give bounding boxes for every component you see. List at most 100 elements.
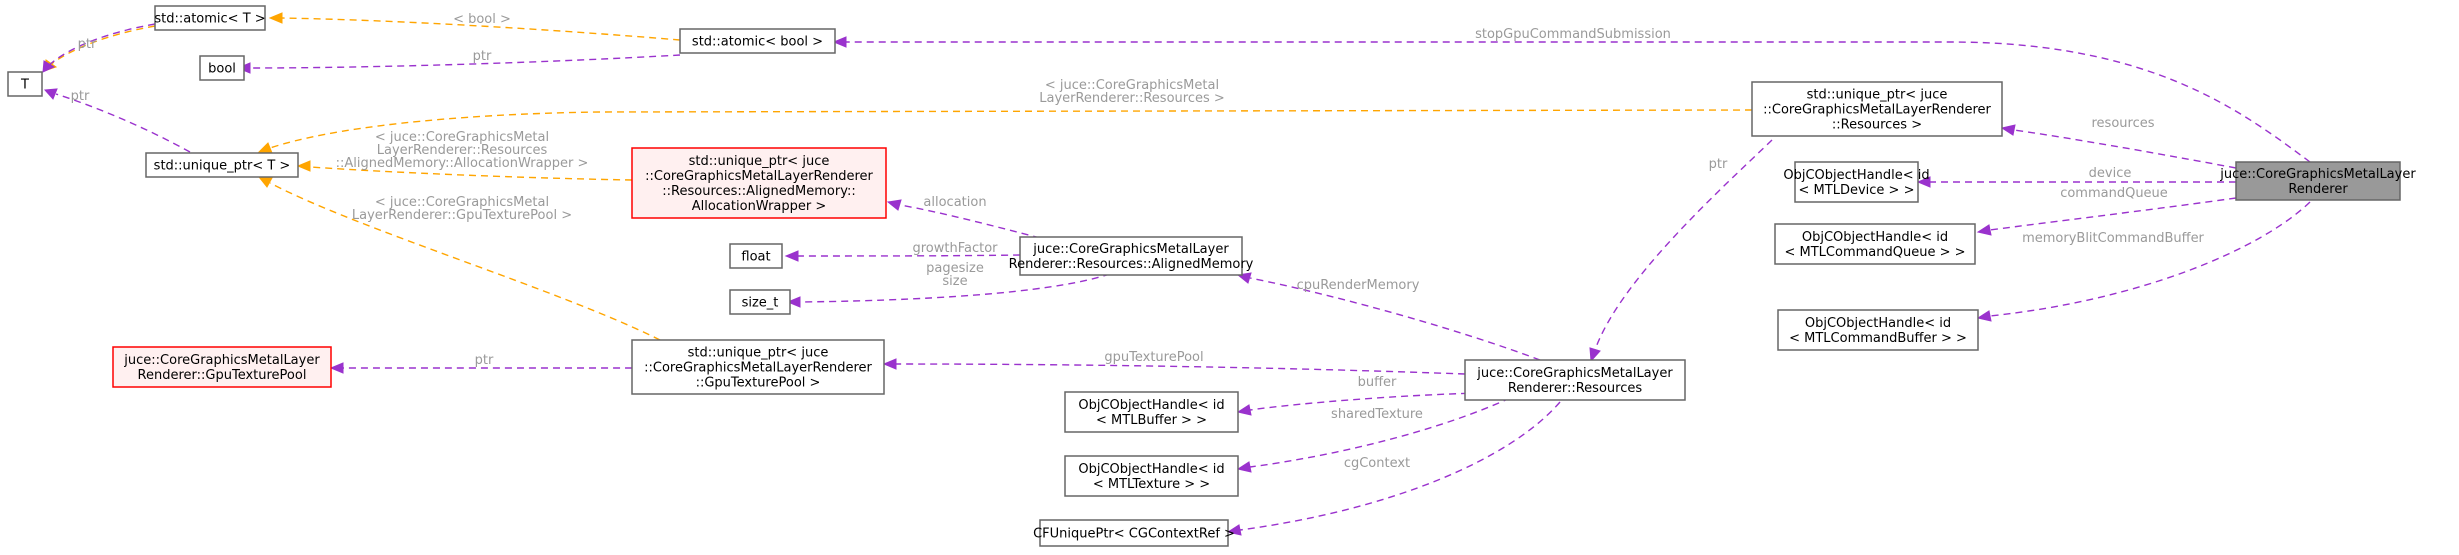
edge-layer bbox=[42, 12, 2311, 536]
edge-atomic-bool-to-atomic-t bbox=[281, 17, 681, 41]
arrowhead-icon bbox=[1236, 404, 1252, 416]
node-label: juce::CoreGraphicsMetalLayer bbox=[1476, 366, 1673, 381]
node-atomic-t[interactable]: std::atomic< T > bbox=[154, 5, 266, 31]
node-t[interactable]: T bbox=[7, 71, 43, 97]
edge-atomic-t-to-t bbox=[49, 25, 156, 66]
edge-label-layer: ptr < bool > ptr ptr stopGpuCommandSubmi… bbox=[71, 12, 2205, 471]
node-label: Renderer bbox=[2288, 182, 2348, 197]
edge-unique-t-to-t bbox=[55, 93, 191, 153]
edge-label-line: < juce::CoreGraphicsMetal bbox=[375, 195, 549, 210]
node-allocation-wrapper[interactable]: std::unique_ptr< juce::CoreGraphicsMetal… bbox=[631, 147, 887, 219]
arrowhead-icon bbox=[1226, 524, 1242, 536]
edge-label-line: resources bbox=[2091, 116, 2154, 131]
arrowhead-icon bbox=[1236, 461, 1252, 473]
edge-stop-gpu bbox=[846, 41, 2311, 163]
node-float[interactable]: float bbox=[729, 243, 783, 269]
edge-label: cpuRenderMemory bbox=[1297, 278, 1420, 293]
node-size-t[interactable]: size_t bbox=[729, 289, 791, 315]
arrowhead-icon bbox=[1589, 347, 1601, 363]
edge-label: ptr bbox=[1709, 157, 1728, 172]
node-label: ::Resources > bbox=[1832, 118, 1922, 133]
edge-label: stopGpuCommandSubmission bbox=[1475, 27, 1671, 42]
node-cf-context[interactable]: CFUniquePtr< CGContextRef > bbox=[1033, 519, 1235, 547]
node-mtl-texture[interactable]: ObjCObjectHandle< id< MTLTexture > > bbox=[1064, 455, 1239, 497]
edge-label-line: memoryBlitCommandBuffer bbox=[2022, 231, 2204, 246]
node-label: std::atomic< bool > bbox=[692, 35, 823, 50]
edge-allocation bbox=[899, 204, 1041, 239]
node-label: std::atomic< T > bbox=[154, 12, 265, 27]
edge-label-line: device bbox=[2089, 166, 2132, 181]
node-label: juce::CoreGraphicsMetalLayer bbox=[123, 353, 320, 368]
arrowhead-icon bbox=[886, 199, 902, 211]
node-label: ObjCObjectHandle< id bbox=[1078, 398, 1224, 413]
edge-label-line: stopGpuCommandSubmission bbox=[1475, 27, 1671, 42]
edge-label-line: buffer bbox=[1358, 375, 1397, 390]
node-label: < MTLCommandQueue > > bbox=[1785, 245, 1966, 260]
node-mtl-command-buffer[interactable]: ObjCObjectHandle< id< MTLCommandBuffer >… bbox=[1777, 309, 1979, 351]
edge-label-line: gpuTexturePool bbox=[1104, 350, 1203, 365]
node-mtl-device[interactable]: ObjCObjectHandle< id< MTLDevice > > bbox=[1783, 161, 1930, 203]
arrowhead-icon bbox=[786, 296, 801, 308]
node-aligned-memory[interactable]: juce::CoreGraphicsMetalLayerRenderer::Re… bbox=[1009, 236, 1254, 276]
node-label: T bbox=[20, 78, 29, 93]
node-bool[interactable]: bool bbox=[199, 55, 245, 81]
edge-gpu-pool-template bbox=[269, 182, 661, 341]
edge-label-line: ptr bbox=[71, 89, 90, 104]
edge-label: ptr bbox=[473, 49, 492, 64]
edge-label-line: cpuRenderMemory bbox=[1297, 278, 1420, 293]
node-atomic-bool[interactable]: std::atomic< bool > bbox=[679, 28, 836, 54]
node-label: < MTLBuffer > > bbox=[1096, 413, 1207, 428]
edge-atomic-bool-to-bool bbox=[249, 54, 681, 69]
arrowhead-icon bbox=[257, 176, 273, 188]
node-gpu-texture-pool[interactable]: juce::CoreGraphicsMetalLayerRenderer::Gp… bbox=[112, 346, 332, 388]
node-unique-resources[interactable]: std::unique_ptr< juce::CoreGraphicsMetal… bbox=[1751, 81, 2003, 137]
edge-label: allocation bbox=[923, 195, 986, 210]
node-unique-gpu-pool[interactable]: std::unique_ptr< juce::CoreGraphicsMetal… bbox=[631, 339, 885, 395]
arrowhead-icon bbox=[832, 36, 847, 48]
node-label: size_t bbox=[742, 296, 779, 311]
node-label: ::CoreGraphicsMetalLayerRenderer bbox=[1763, 103, 1991, 118]
node-mtl-buffer[interactable]: ObjCObjectHandle< id< MTLBuffer > > bbox=[1064, 391, 1239, 433]
edge-cg-context bbox=[1239, 401, 1561, 531]
node-label: ObjCObjectHandle< id bbox=[1078, 462, 1224, 477]
edge-command-queue bbox=[1989, 197, 2237, 231]
edge-label: ptr bbox=[71, 89, 90, 104]
edge-label: ptr bbox=[475, 353, 494, 368]
node-label: float bbox=[741, 250, 770, 265]
edge-label-line: LayerRenderer::Resources bbox=[377, 143, 548, 158]
node-label: ::Resources::AlignedMemory:: bbox=[662, 184, 855, 199]
edge-unique-resources-template bbox=[269, 109, 1753, 149]
node-label: ::CoreGraphicsMetalLayerRenderer bbox=[645, 169, 873, 184]
edge-label-line: LayerRenderer::Resources > bbox=[1039, 91, 1225, 106]
node-label: Renderer::GpuTexturePool bbox=[138, 368, 307, 383]
node-resources[interactable]: juce::CoreGraphicsMetalLayerRenderer::Re… bbox=[1464, 359, 1686, 401]
edge-label: resources bbox=[2091, 116, 2154, 131]
edge-pagesize bbox=[799, 273, 1111, 303]
arrowhead-icon bbox=[268, 12, 283, 24]
edge-label-line: allocation bbox=[923, 195, 986, 210]
arrowhead-icon bbox=[43, 88, 58, 100]
edge-label: buffer bbox=[1358, 375, 1397, 390]
edge-label-line: growthFactor bbox=[912, 241, 998, 256]
node-label: < MTLTexture > > bbox=[1093, 477, 1210, 492]
node-main-renderer[interactable]: juce::CoreGraphicsMetalLayerRenderer bbox=[2219, 161, 2416, 201]
arrowhead-icon bbox=[257, 142, 273, 154]
node-unique-ptr-t[interactable]: std::unique_ptr< T > bbox=[145, 152, 299, 178]
node-mtl-command-queue[interactable]: ObjCObjectHandle< id< MTLCommandQueue > … bbox=[1774, 223, 1976, 265]
node-label: AllocationWrapper > bbox=[692, 199, 827, 214]
edge-shared-texture bbox=[1249, 397, 1511, 468]
edge-label-line: ::AlignedMemory::AllocationWrapper > bbox=[336, 156, 589, 171]
arrowhead-icon bbox=[1916, 176, 1931, 188]
edge-label-line: LayerRenderer::GpuTexturePool > bbox=[352, 208, 572, 223]
edge-cpu-render-memory bbox=[1249, 277, 1541, 361]
arrowhead-icon bbox=[2000, 124, 2016, 136]
edge-label: cgContext bbox=[1344, 456, 1410, 471]
node-label: Renderer::Resources bbox=[1508, 381, 1642, 396]
edge-memory-blit bbox=[1989, 201, 2311, 317]
edge-label: commandQueue bbox=[2060, 186, 2168, 201]
edge-label-line: ptr bbox=[78, 37, 97, 52]
node-label: ObjCObjectHandle< id bbox=[1783, 168, 1929, 183]
edge-label-line: ptr bbox=[1709, 157, 1728, 172]
